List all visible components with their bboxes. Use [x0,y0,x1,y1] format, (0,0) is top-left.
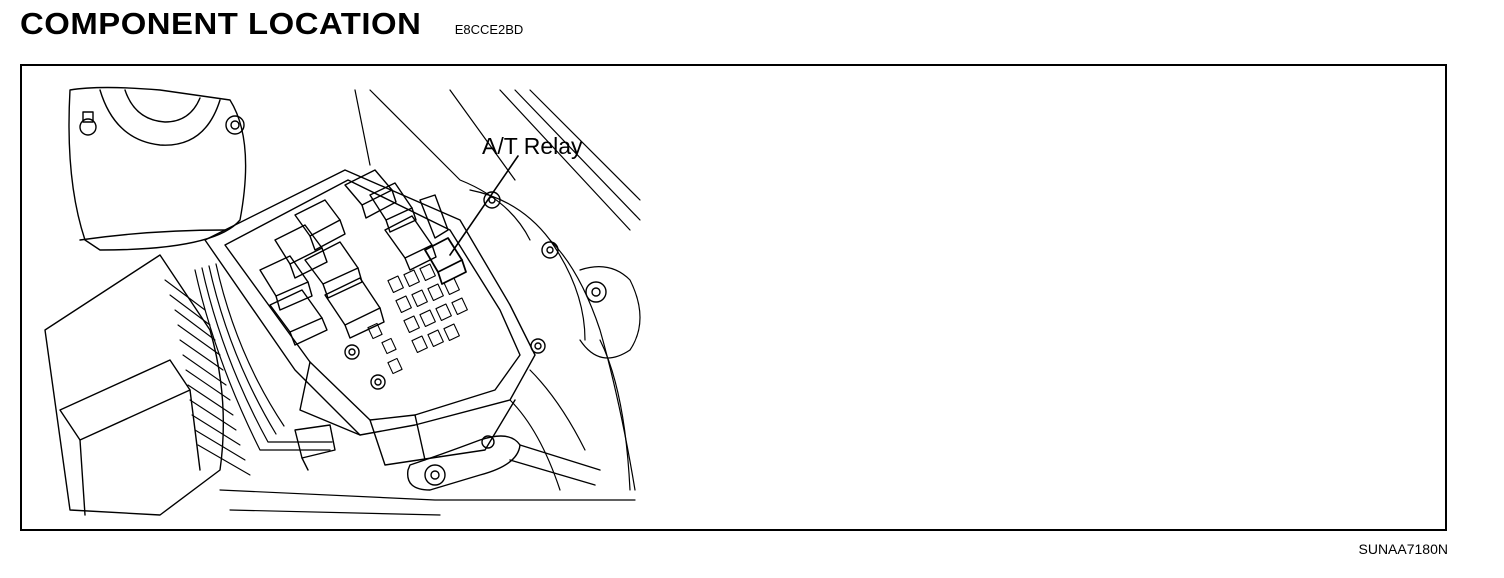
strut-tower [68,86,247,251]
figure-frame [20,64,1447,531]
figure-id: SUNAA7180N [1358,541,1449,557]
harness-connector [294,424,336,471]
box-mount-bolts [344,338,546,390]
fuse-array [367,263,468,375]
fender-panel [354,89,641,491]
cross-member [219,489,636,516]
bolt-left [79,111,97,136]
page-title: COMPONENT LOCATION [20,6,422,41]
battery-terminal [406,435,601,491]
engine-bay-fuse-box-illustration: A/T Relay [44,86,641,516]
bolt-right [225,115,245,135]
document-code: E8CCE2BD [454,22,524,37]
lid-latch [419,194,449,239]
wiring-harness [194,263,333,451]
relay-group [259,169,437,346]
fuse-relay-box [204,169,536,466]
air-cleaner [44,254,225,516]
page-header: COMPONENT LOCATION E8CCE2BD [20,6,523,46]
fender-bolts [483,191,607,303]
cooling-fins [164,279,251,476]
callout-leader-line [449,155,519,256]
callout-label-at-relay: A/T Relay [482,133,583,159]
